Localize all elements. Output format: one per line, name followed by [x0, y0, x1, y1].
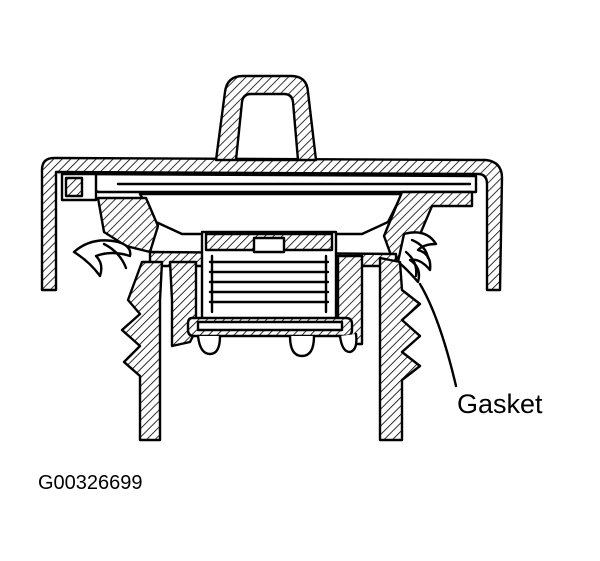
- left-neck-wall: [120, 260, 164, 442]
- right-gasket-fin-line-1: [410, 238, 430, 260]
- cap-outer-shell: [40, 156, 504, 292]
- left-corner-clip-fill: [64, 176, 84, 198]
- valve-lobe-center: [288, 334, 316, 358]
- valve-lobe-left: [196, 334, 222, 356]
- bottom-valve-plate-inner: [196, 320, 344, 332]
- valve-lobe-right: [338, 332, 358, 354]
- figure-id: G00326699: [38, 472, 143, 494]
- right-sloped-support: [382, 190, 474, 260]
- gasket-leader-line: [418, 282, 458, 388]
- valve-center-stem: [252, 236, 286, 254]
- gasket-label: Gasket: [457, 389, 543, 419]
- right-gasket-fins: [396, 231, 438, 284]
- right-gasket-fin-line-2: [404, 250, 418, 278]
- right-neck-wall: [378, 256, 422, 442]
- diaphragm: [138, 192, 404, 236]
- cap-top-knob: [214, 74, 318, 162]
- left-gasket-fin-line: [102, 242, 128, 270]
- left-gasket-fins: [72, 239, 132, 278]
